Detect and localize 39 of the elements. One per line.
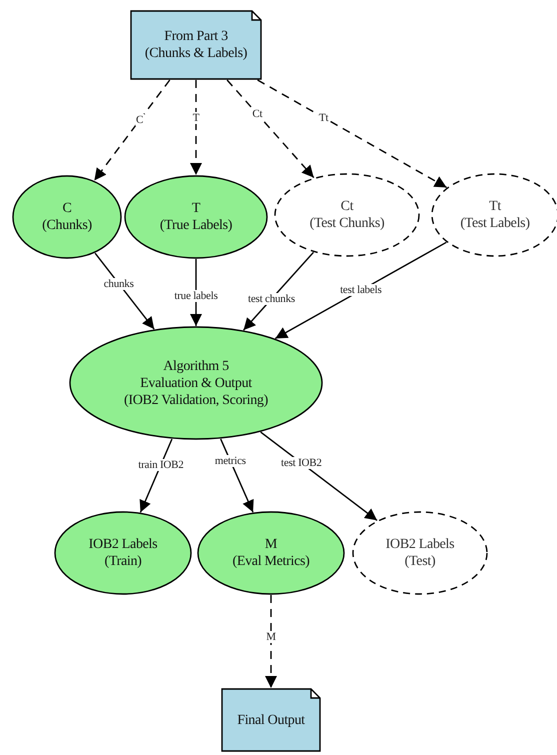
- node-label: (Chunks): [42, 217, 92, 234]
- node-label: (Eval Metrics): [232, 553, 310, 570]
- edge-label: metrics: [214, 454, 247, 467]
- node-label: Tt: [489, 198, 501, 215]
- edge-label: Ct: [251, 108, 264, 120]
- edge-label: true labels: [173, 290, 219, 302]
- edge-label: T: [192, 112, 200, 124]
- dashed-arrow: [94, 80, 170, 181]
- edge-label: M: [265, 630, 277, 643]
- node-label: Final Output: [237, 712, 305, 728]
- node-label: IOB2 Labels: [386, 536, 454, 553]
- node-label: (True Labels): [160, 217, 232, 234]
- node-label: (Test Chunks): [310, 215, 384, 232]
- edge-label: train IOB2: [137, 458, 185, 471]
- node-label: T: [192, 200, 200, 217]
- node-label: Algorithm 5: [163, 358, 229, 374]
- arrow: [274, 242, 447, 340]
- dashed-arrow: [226, 80, 314, 178]
- edge-label: test chunks: [246, 293, 296, 305]
- edge-label: test labels: [339, 284, 383, 296]
- edge-label: C: [135, 114, 144, 126]
- node-label: Evaluation & Output: [140, 374, 252, 392]
- node-label: IOB2 Labels: [88, 536, 158, 553]
- node-label: M: [264, 536, 278, 553]
- node-label: (Train): [104, 553, 142, 570]
- edge-label: Tt: [318, 112, 330, 124]
- node-label: From Part 3: [164, 28, 228, 45]
- arrow: [260, 432, 378, 521]
- dashed-arrow: [265, 595, 277, 688]
- node-label: (IOB2 Validation, Scoring): [124, 392, 268, 408]
- edge-label: chunks: [102, 278, 135, 290]
- node-label: (Chunks & Labels): [144, 45, 248, 62]
- dashed-arrow: [257, 79, 447, 188]
- dashed-arrow: [190, 80, 202, 175]
- node-label: Ct: [340, 198, 354, 215]
- edge-label: test IOB2: [280, 456, 323, 469]
- node-label: (Test): [404, 553, 436, 570]
- node-label: C: [62, 200, 72, 217]
- node-label: (Test Labels): [460, 215, 530, 232]
